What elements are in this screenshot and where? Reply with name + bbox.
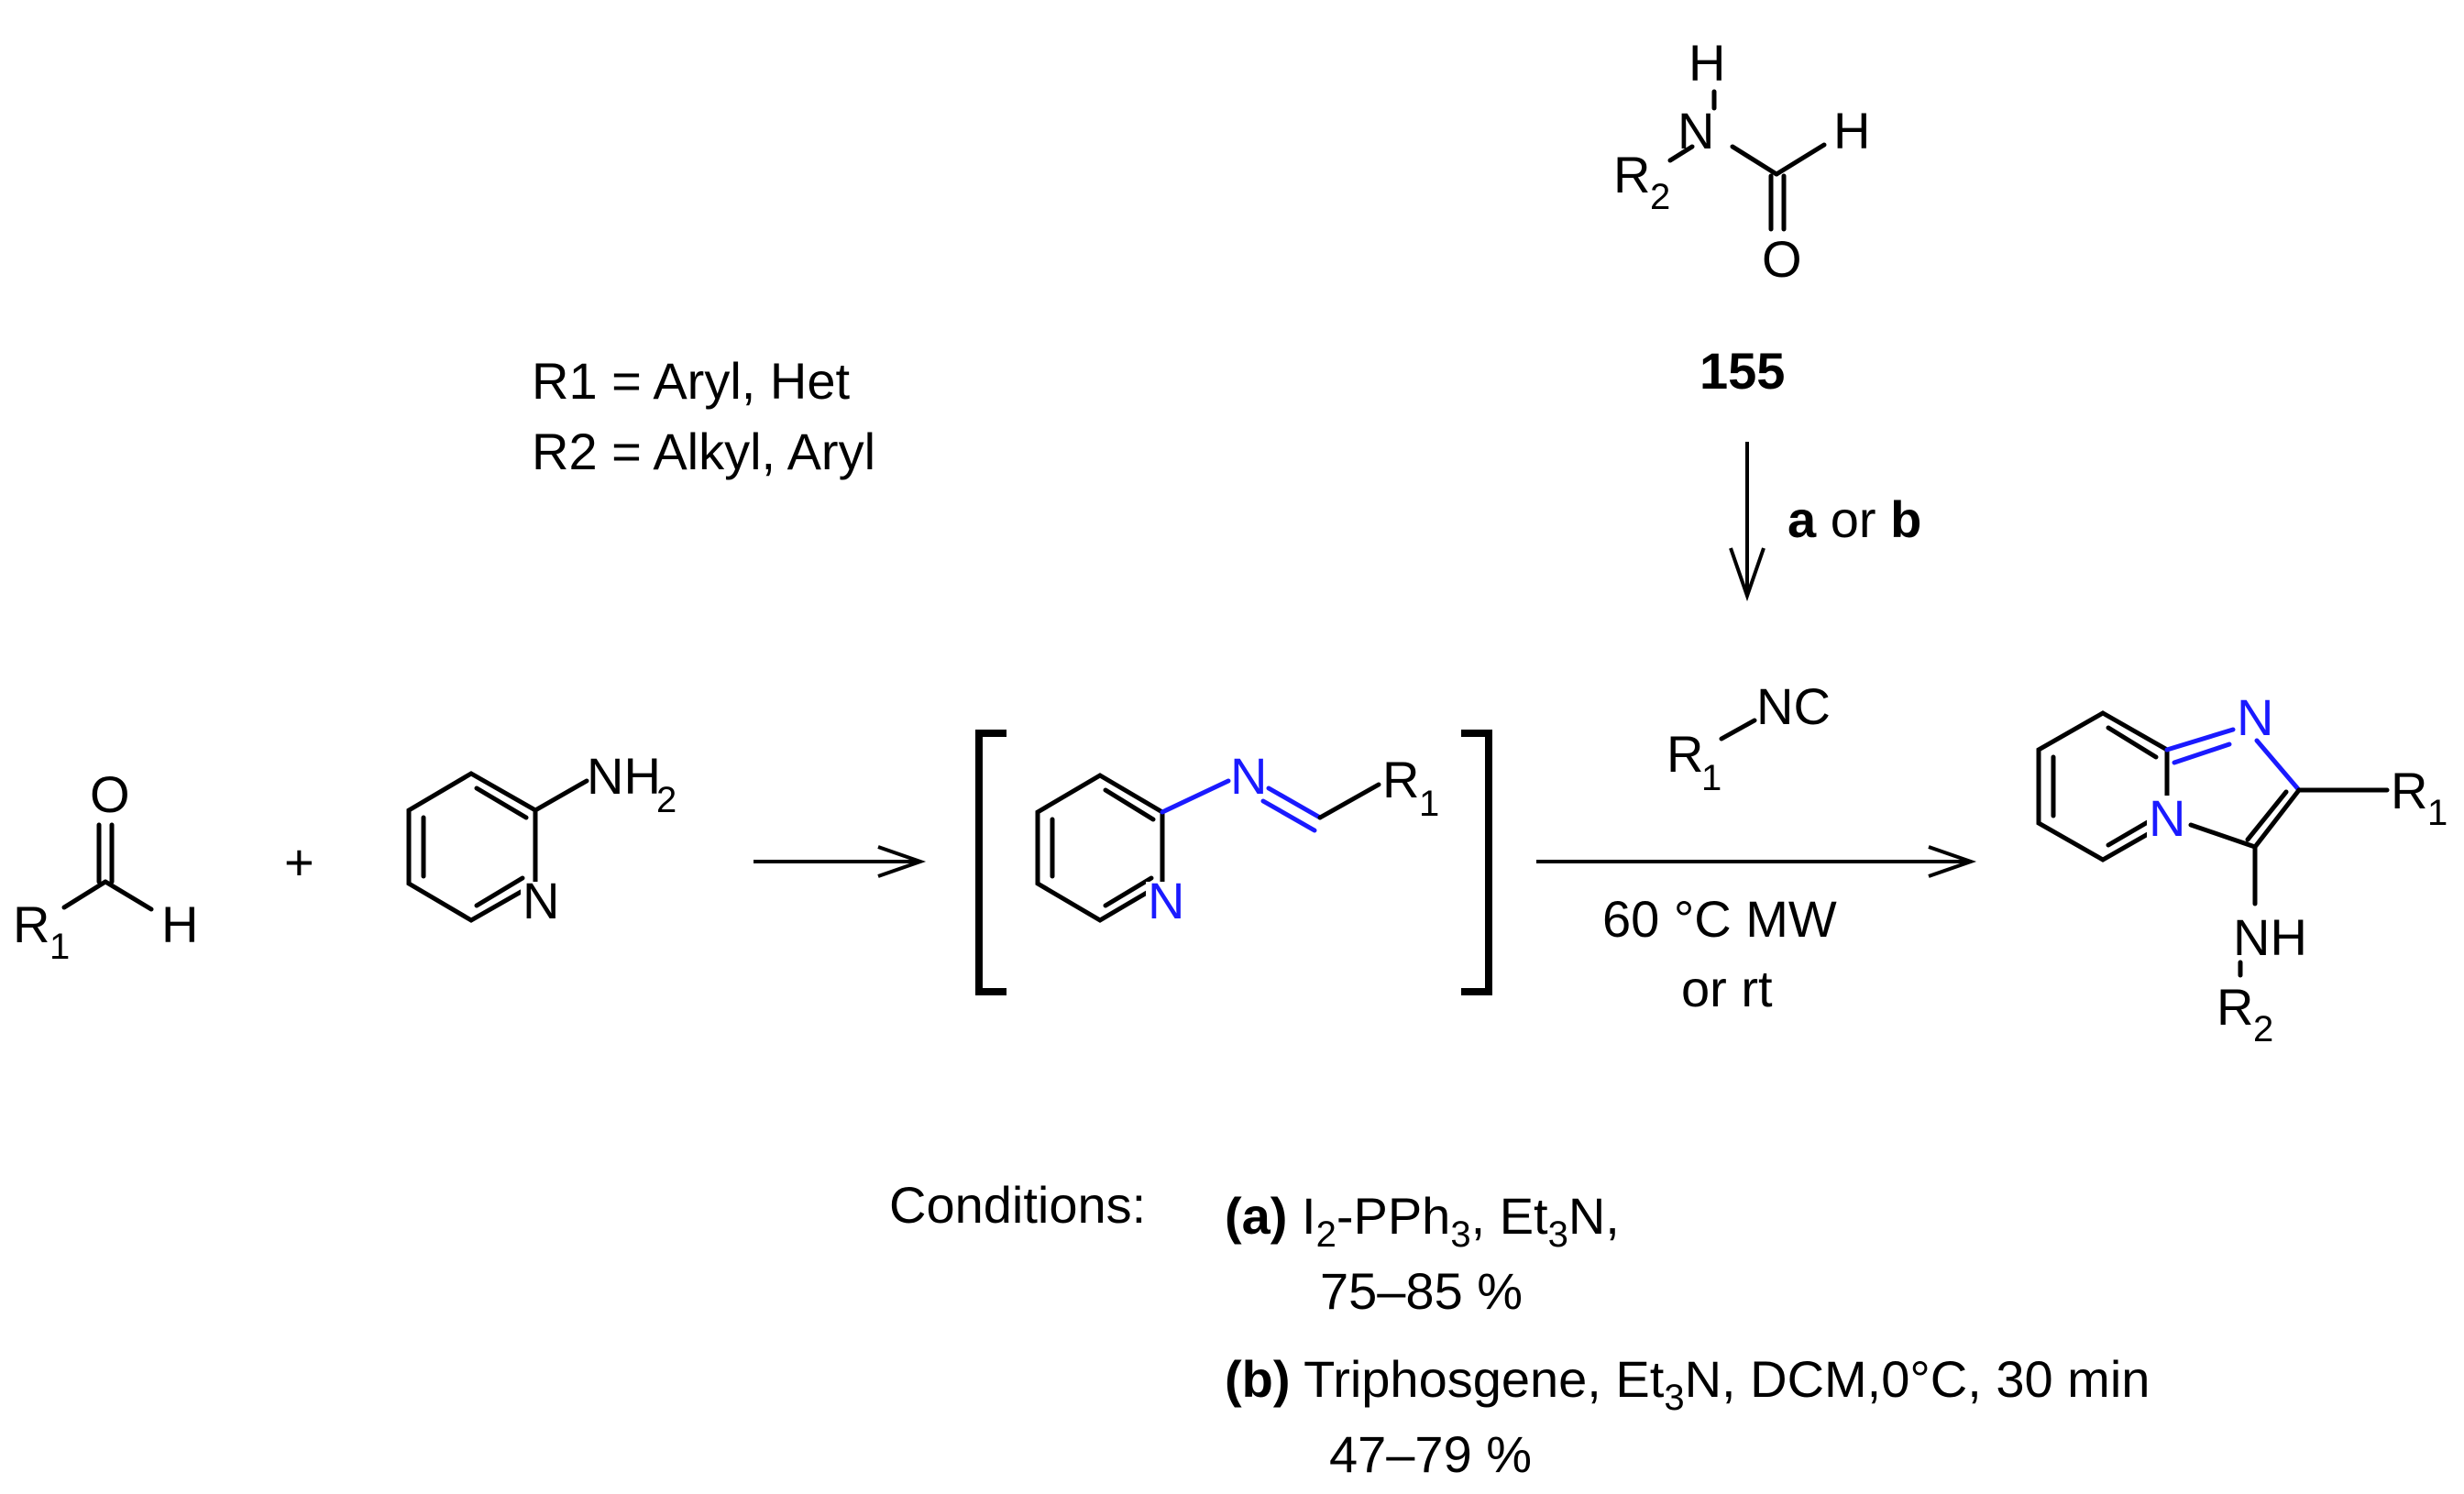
reaction-arrow-1: [754, 845, 927, 878]
plus-sign: +: [284, 833, 314, 891]
right-bracket: [1461, 730, 1492, 995]
ring-double-1: [474, 785, 529, 820]
imine-c-r-bond: [1317, 782, 1381, 820]
product-bridge-n-mask: [2147, 796, 2187, 841]
imine-pyridine-ring: [1035, 773, 1165, 923]
reaction-arrow-2: [1536, 845, 1977, 878]
product: N N R 1 NH R 2: [2036, 688, 2448, 1049]
compound-number: 155: [1700, 342, 1785, 400]
product-c2-c3: [2252, 787, 2302, 850]
down-arrow-head: [1729, 547, 1766, 602]
aminopyridine-ring-n: N: [522, 872, 559, 929]
imine-ring-n-mask: [1146, 882, 1186, 924]
imine-ring-n: N: [1148, 872, 1184, 929]
condition-line-2: or rt: [1681, 960, 1773, 1017]
r1-definition: R1 = Aryl, Het: [532, 352, 850, 410]
aldehyde-h: H: [161, 895, 198, 953]
reagent-arrow: a or b: [1729, 442, 1921, 602]
imine-double-2: [1260, 798, 1317, 833]
bond-r-n: [1667, 144, 1695, 163]
condition-a-yield: 75–85 %: [1320, 1262, 1523, 1320]
product-r1: R: [2391, 762, 2427, 819]
condition-b: (b) Triphosgene, Et3N, DCM,0°C, 30 min: [1225, 1350, 2150, 1418]
formamide-r: R: [1613, 146, 1650, 203]
imine-double-1: [1266, 785, 1323, 820]
reagent-label: a or b: [1788, 490, 1921, 548]
pyridine-ring: [406, 771, 538, 923]
imine-ring-double-1: [1103, 787, 1156, 822]
imine-ring-double-3: [1103, 875, 1154, 908]
left-bracket: [975, 730, 1006, 995]
bond-n-c: [1730, 144, 1779, 177]
condition-b-yield: 47–79 %: [1329, 1425, 1532, 1483]
product-cn-2: [2172, 742, 2232, 765]
product-nh: NH: [2233, 908, 2307, 966]
aminopyridine: N NH 2: [406, 747, 676, 929]
product-r1-sub: 1: [2427, 793, 2448, 833]
product-c2-c3-double: [2245, 789, 2289, 842]
product-bridge-n: N: [2149, 789, 2185, 847]
imine-r: R: [1382, 751, 1419, 808]
aminopyridine-nh-sub: 2: [656, 780, 676, 820]
aldehyde-r-sub: 1: [50, 927, 70, 967]
bond-r-c: [61, 879, 108, 910]
aldehyde-r: R: [13, 895, 50, 953]
product-r2-sub: 2: [2253, 1009, 2273, 1049]
isocyanide-r-sub: 1: [1701, 758, 1722, 798]
ring-double-3: [474, 875, 525, 908]
formamide-r-sub: 2: [1650, 177, 1670, 217]
product-ring-double-1: [2106, 725, 2159, 760]
formamide-155: H N H O R 2 155: [1613, 34, 1870, 400]
aldehyde: O R 1 H: [13, 765, 198, 967]
r2-definition: R2 = Alkyl, Aryl: [532, 423, 875, 480]
condition-line-1: 60 °C MW: [1602, 890, 1837, 948]
product-top-n: N: [2237, 688, 2273, 746]
bond-c-nh2: [533, 778, 589, 813]
isocyanide: R 1 NC: [1666, 677, 1831, 798]
product-cn-1: [2164, 727, 2236, 752]
product-ring-double-3: [2106, 817, 2155, 848]
formamide-h-top: H: [1688, 34, 1725, 92]
imine-c-n-bond: [1160, 778, 1231, 815]
aminopyridine-nh: NH: [587, 747, 661, 805]
bond-c-h: [1774, 142, 1827, 177]
ring-n-mask: [521, 882, 561, 924]
product-c3-n: [2188, 822, 2258, 850]
isocyanide-nc: NC: [1756, 677, 1831, 735]
imine-r-sub: 1: [1419, 784, 1439, 824]
isocyanide-r: R: [1666, 725, 1703, 783]
aldehyde-o: O: [90, 765, 130, 823]
arrow-2-head: [1928, 845, 1977, 878]
conditions-block: Conditions: (a) I2-PPh3, Et3N, 75–85 % (…: [889, 1176, 2150, 1483]
imine-n: N: [1230, 747, 1267, 805]
product-r2: R: [2216, 978, 2253, 1036]
conditions-label: Conditions:: [889, 1176, 1146, 1234]
formamide-o: O: [1762, 230, 1802, 288]
formamide-h-right: H: [1833, 102, 1870, 159]
condition-a: (a) I2-PPh3, Et3N,: [1225, 1187, 1620, 1255]
bond-c-h: [103, 879, 154, 912]
isocyanide-bond: [1719, 718, 1757, 742]
product-n-c2: [2254, 738, 2302, 793]
arrow-1-head: [877, 845, 927, 878]
imine-intermediate: N N R 1: [1035, 747, 1439, 929]
